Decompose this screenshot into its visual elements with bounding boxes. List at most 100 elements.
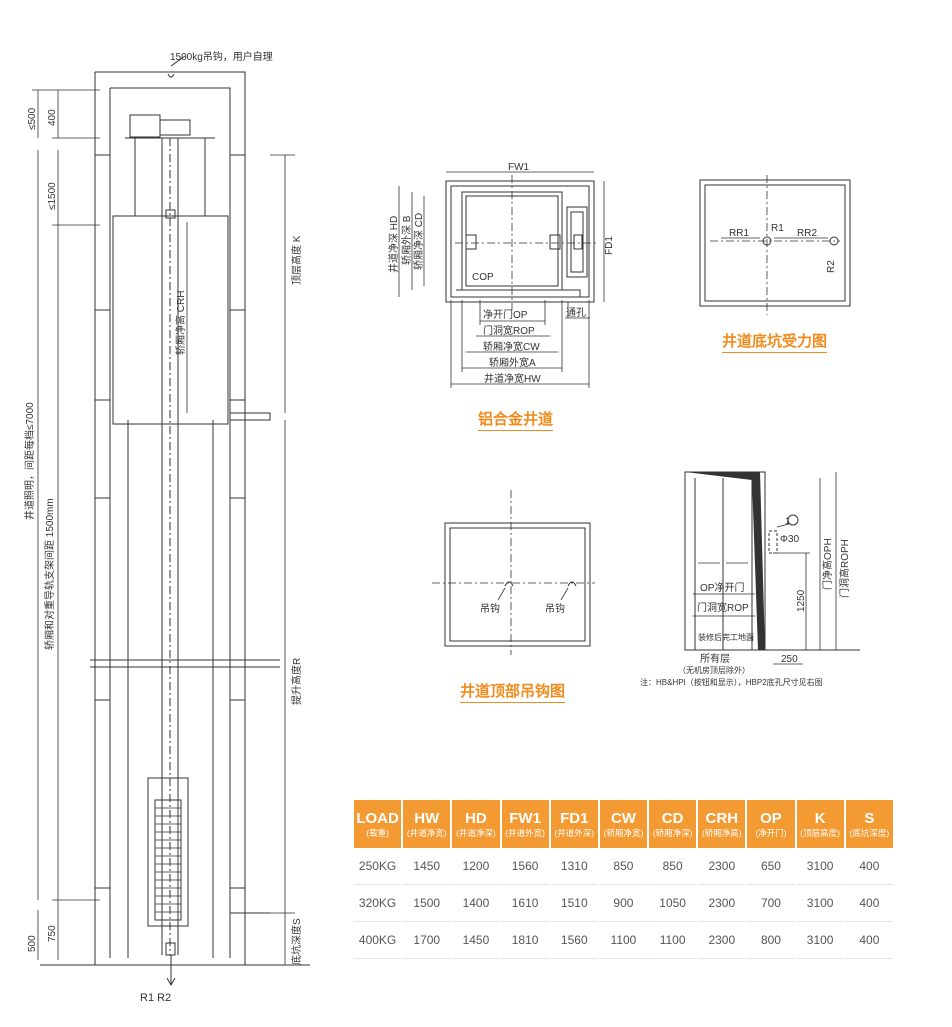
- cell: 800: [747, 922, 795, 959]
- hook1-label: 吊钩: [480, 603, 500, 615]
- table-row: 320KG 1500 1400 1610 1510 900 1050 2300 …: [354, 885, 893, 922]
- pit-plan-caption: 井道底坑受力图: [722, 330, 828, 353]
- cell: 900: [599, 885, 648, 922]
- cop-label: COP: [472, 272, 494, 283]
- door-rop-label: 门洞宽ROP: [697, 601, 749, 614]
- hook-leader: [170, 55, 186, 67]
- button-box: [768, 530, 778, 554]
- top-plan: [432, 490, 595, 655]
- table-row: 250KG 1450 1200 1560 1310 850 850 2300 6…: [354, 848, 893, 885]
- cell: 1100: [599, 922, 648, 959]
- cell: 1310: [550, 848, 598, 885]
- hook-label: 1500kg吊钩，用户自理: [170, 50, 273, 63]
- cell: 1200: [452, 848, 500, 885]
- hook2-label: 吊钩: [545, 603, 565, 615]
- lighting-label: 井道照明，间距每档≤7000: [23, 402, 36, 520]
- header-fw1: FW1(井道外宽): [501, 800, 549, 848]
- hook1-shape: [504, 581, 514, 587]
- shaft-plan-dims: [398, 171, 605, 388]
- rop-label: 门洞宽ROP: [483, 324, 535, 337]
- dim-top-500: ≤500: [27, 107, 38, 130]
- fd1-label: FD1: [604, 236, 615, 255]
- cell: 320KG: [354, 885, 402, 922]
- crh-label: 轿厢净高 CRH: [174, 291, 187, 355]
- note-2: （无机房顶层除外）: [678, 665, 750, 675]
- header-hw: HW(井道净宽): [403, 800, 451, 848]
- circle-num: 1: [785, 516, 790, 526]
- traction-machine: [129, 114, 161, 138]
- dim-1250: 1250: [796, 589, 807, 612]
- dim-bottom-750: 750: [47, 925, 58, 942]
- cell: 1510: [550, 885, 598, 922]
- cell: 1560: [501, 848, 549, 885]
- top-outline: [444, 522, 591, 647]
- door-dims: [693, 472, 837, 665]
- header-hd: HD(井道净深): [452, 800, 500, 848]
- shaft-plan-caption: 铝合金井道: [478, 408, 554, 431]
- pit-outline: [699, 179, 851, 307]
- door-op-label: OP净开门: [700, 581, 744, 594]
- r1-point: [762, 236, 772, 246]
- cell: 1400: [452, 885, 500, 922]
- shaft-inner-wall-right: [110, 87, 231, 958]
- shaft-plan: [398, 171, 605, 388]
- cell: 3100: [796, 885, 844, 922]
- cell: 250KG: [354, 848, 402, 885]
- phi-label: Φ30: [780, 534, 800, 545]
- oph-label: 门净高OPH: [821, 538, 834, 590]
- cell: 2300: [698, 885, 746, 922]
- door-view: [684, 471, 860, 665]
- table-header-row: LOAD(载重) HW(井道净宽) HD(井道净深) FW1(井道外宽) FD1…: [354, 800, 893, 848]
- header-s: S(底坑深度): [845, 800, 893, 848]
- cell: 400: [845, 885, 893, 922]
- top-plan-caption: 井道顶部吊钩图: [460, 680, 566, 703]
- op-label: 净开门OP: [483, 308, 528, 321]
- rr2-label: RR2: [797, 228, 817, 239]
- cell: 2300: [698, 922, 746, 959]
- cell: 400: [845, 848, 893, 885]
- floor-label: 装修后完工地面: [698, 632, 754, 642]
- cell: 400: [845, 922, 893, 959]
- cell: 1560: [550, 922, 598, 959]
- cell: 1100: [649, 922, 697, 959]
- cell: 1450: [403, 848, 451, 885]
- counterweight-plan: [566, 206, 588, 278]
- bottom-label: R1 R2: [140, 992, 171, 1004]
- cell: 1050: [649, 885, 697, 922]
- roph-label: 门洞高ROPH: [838, 539, 851, 598]
- cell: 1500: [403, 885, 451, 922]
- dim-1500: ≤1500: [47, 182, 58, 210]
- spec-table: LOAD(载重) HW(井道净宽) HD(井道净深) FW1(井道外宽) FD1…: [352, 800, 895, 959]
- dim-bottom-500: 500: [27, 935, 38, 952]
- cell: 700: [747, 885, 795, 922]
- a-label: 轿厢外宽A: [489, 356, 536, 369]
- rr1-label: RR1: [729, 228, 749, 239]
- cell: 3100: [796, 848, 844, 885]
- door-jamb: [685, 472, 765, 650]
- note-3: 注：HB&HPI（按钮和显示），HBP2底孔尺寸见右图: [640, 677, 823, 687]
- hd-label: 井道净深 HD: [387, 216, 400, 273]
- r2-label: R2: [826, 260, 837, 273]
- cell: 1810: [501, 922, 549, 959]
- header-cw: CW(轿厢净宽): [599, 800, 648, 848]
- door-sill: [456, 289, 581, 298]
- cell: 650: [747, 848, 795, 885]
- table-row: 400KG 1700 1450 1810 1560 1100 1100 2300…: [354, 922, 893, 959]
- r-label: 提升高度R: [290, 658, 303, 705]
- cell: 850: [599, 848, 648, 885]
- counterweight: [147, 777, 189, 927]
- k-label: 顶层高度 K: [290, 235, 303, 285]
- vent-label: 通孔: [566, 307, 586, 319]
- r1-label: R1: [771, 223, 784, 234]
- hook-shape: [167, 73, 175, 78]
- rail-label: 轿厢和对重导轨支架间距 1500mm: [43, 498, 56, 650]
- cell: 850: [649, 848, 697, 885]
- car-body: [112, 215, 229, 425]
- header-load: LOAD(载重): [354, 800, 402, 848]
- cell: 1700: [403, 922, 451, 959]
- header-fd1: FD1(井道外深): [550, 800, 598, 848]
- cw-label: 轿厢净宽CW: [483, 340, 540, 353]
- hook2-shape: [567, 581, 577, 587]
- floor-ledges: [40, 154, 310, 966]
